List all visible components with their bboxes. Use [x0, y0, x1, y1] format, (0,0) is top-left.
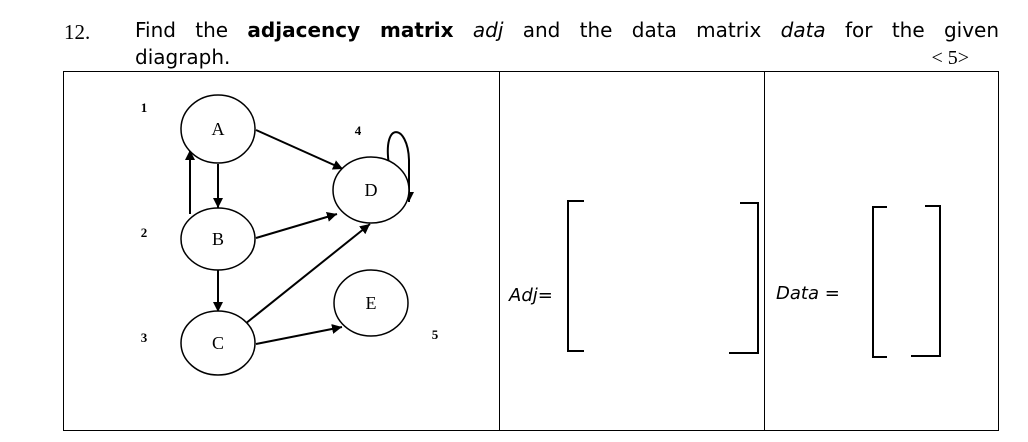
node-e — [333, 269, 409, 337]
edge-label-3: 3 — [141, 330, 148, 345]
question-number: 12. — [64, 20, 91, 44]
data-answer-cell: Data = — [764, 71, 999, 431]
adj-matrix-brackets — [567, 200, 759, 354]
node-b — [180, 207, 256, 271]
data-label: Data = — [776, 283, 840, 304]
question-text-line2: diagraph. — [135, 45, 231, 69]
edge-label-2: 2 — [141, 225, 148, 240]
diagraph-cell: A B C D E 1 2 3 4 5 — [63, 71, 500, 431]
data-matrix-brackets — [872, 205, 941, 358]
edge-label-4: 4 — [355, 123, 362, 138]
edge-label-5: 5 — [432, 327, 439, 342]
edge-c-to-d — [244, 223, 371, 325]
adj-answer-cell: Adj= — [499, 71, 765, 431]
adj-label: Adj= — [509, 285, 553, 306]
edge-label-1: 1 — [141, 100, 148, 115]
question-marks: < 5> — [931, 47, 969, 69]
node-d — [332, 156, 410, 224]
node-c — [180, 310, 256, 376]
answer-table: A B C D E 1 2 3 4 5 Adj= — [63, 71, 999, 431]
edge-a-to-d — [255, 129, 344, 170]
node-a — [180, 94, 256, 164]
diagraph: A B C D E 1 2 3 4 5 — [141, 94, 439, 376]
edge-b-to-d — [255, 212, 338, 239]
node-e-label: E — [366, 293, 377, 313]
node-a-label: A — [212, 119, 225, 139]
edge-c-to-e — [255, 324, 343, 345]
node-b-label: B — [212, 229, 224, 249]
question-text-line1: Find the adjacency matrix adj and the da… — [135, 18, 1000, 42]
node-d-label: D — [365, 180, 378, 200]
edge-d-self-loop — [386, 131, 414, 202]
node-c-label: C — [212, 333, 224, 353]
